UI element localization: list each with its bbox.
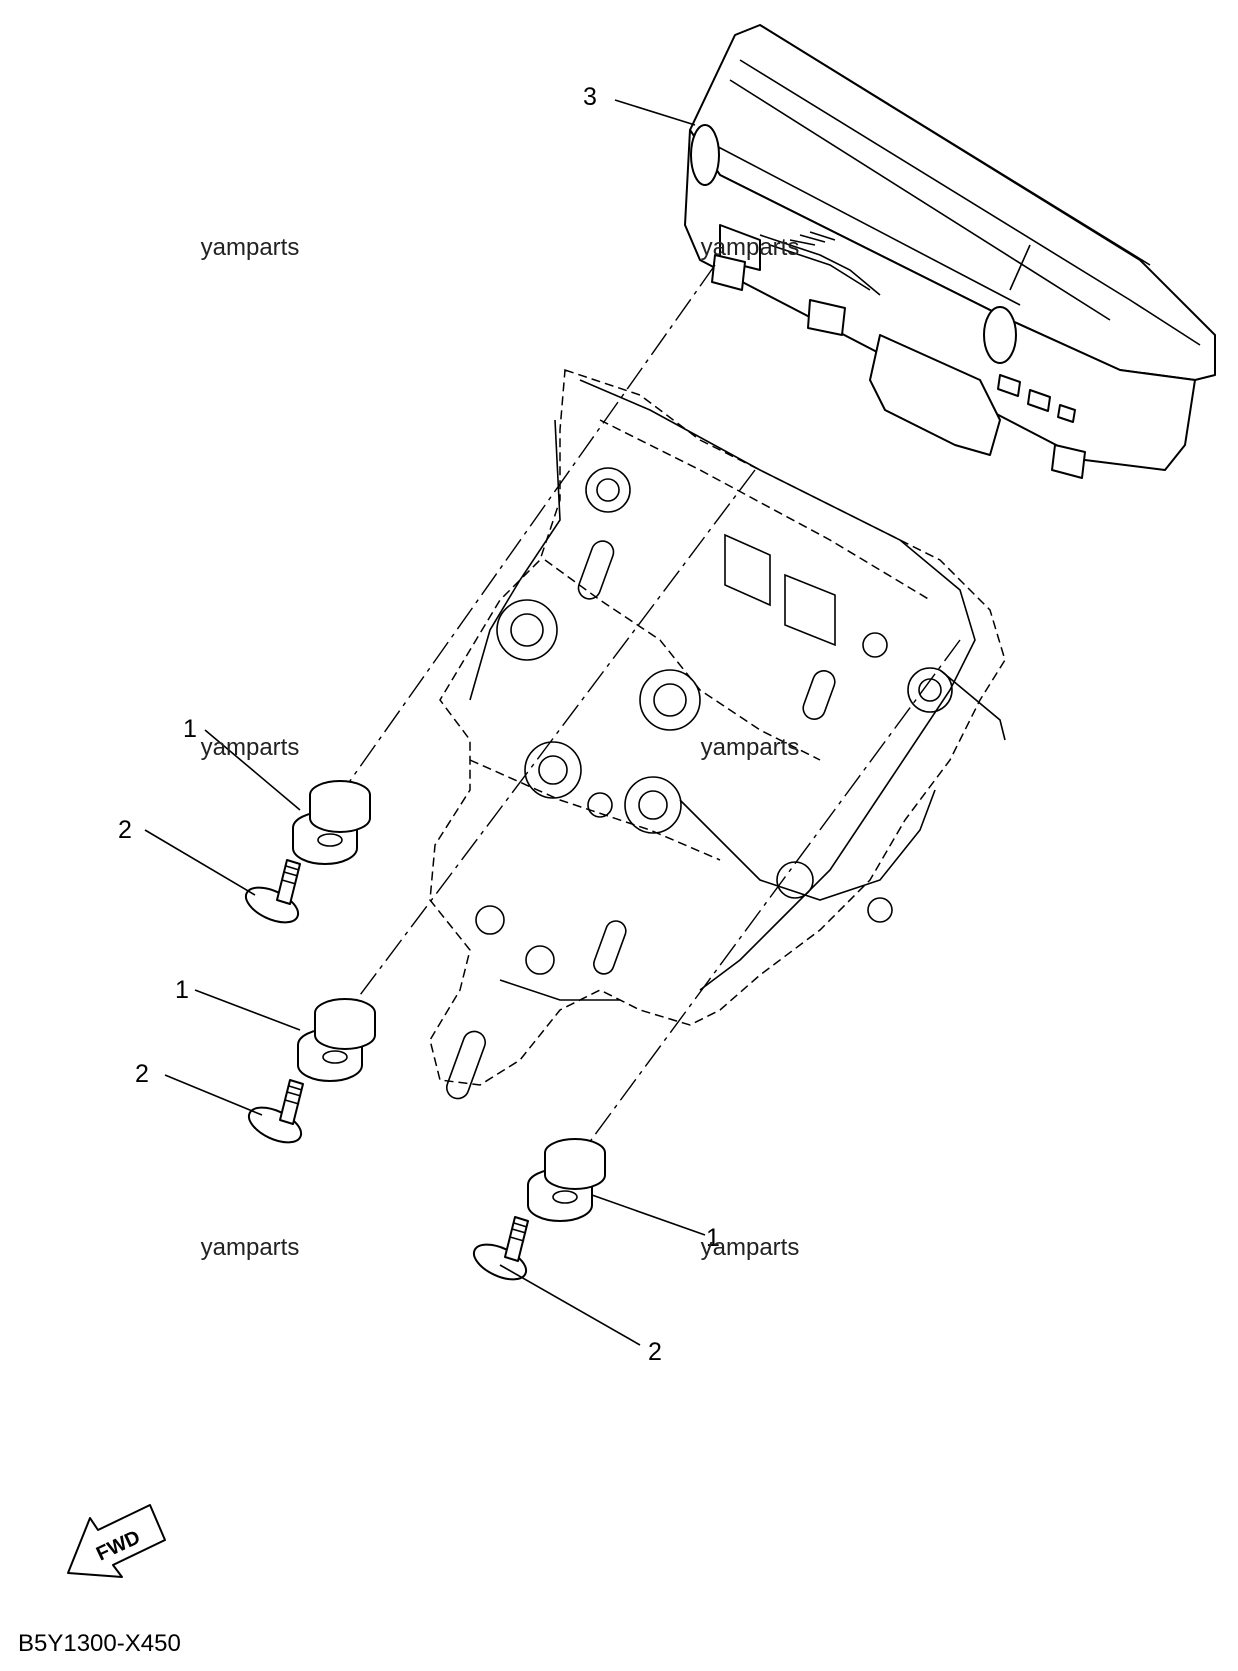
watermark-middle-right: yamparts: [701, 734, 800, 761]
alignment-lines: [339, 264, 961, 1156]
forward-arrow: FWD: [67, 1504, 166, 1578]
callout-2-upper: 2: [118, 816, 132, 844]
damper-middle: [297, 998, 376, 1082]
meter-assembly: [684, 24, 1216, 479]
bolt-middle: [247, 1079, 304, 1144]
callout-2-lower: 2: [648, 1338, 662, 1366]
watermark-middle-left: yamparts: [201, 734, 300, 761]
callout-1-middle: 1: [175, 976, 189, 1004]
callout-3-meter: 3: [583, 83, 597, 111]
damper-upper: [292, 780, 371, 865]
damper-lower: [527, 1138, 606, 1222]
watermark-top-right: yamparts: [701, 234, 800, 261]
callout-2-middle: 2: [135, 1060, 149, 1088]
diagram-code: B5Y1300-X450: [18, 1630, 181, 1657]
callout-1-lower: 1: [706, 1224, 720, 1252]
watermark-top-left: yamparts: [201, 234, 300, 261]
watermark-bottom-right: yamparts: [701, 1234, 800, 1261]
bolt-upper: [244, 859, 301, 924]
watermark-bottom-left: yamparts: [201, 1234, 300, 1261]
bolt-lower: [472, 1216, 529, 1281]
leader-lines: [144, 99, 706, 1346]
callout-1-upper: 1: [183, 715, 197, 743]
meter-bracket: [429, 368, 1006, 1100]
